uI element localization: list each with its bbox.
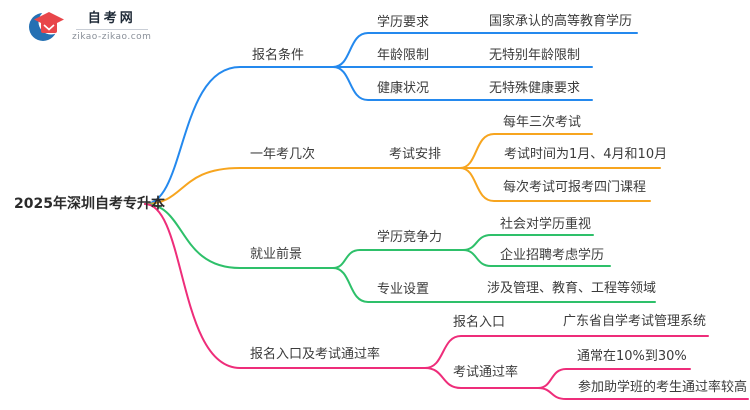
leaf-society-values-degree: 社会对学历重视 xyxy=(500,217,592,232)
logo-divider xyxy=(75,28,148,30)
node-education-requirement: 学历要求 xyxy=(377,15,430,30)
branch-lines-exam-frequency xyxy=(144,133,661,205)
leaf-guangdong-exam-system: 广东省自学考试管理系统 xyxy=(563,314,707,329)
branch-lines-portal-passrate xyxy=(144,203,749,400)
site-url-text: zikao-zikao.com xyxy=(72,31,152,42)
leaf-no-age-limit: 无特别年龄限制 xyxy=(489,48,581,63)
node-exam-pass-rate: 考试通过率 xyxy=(453,365,519,380)
node-employment-prospects: 就业前景 xyxy=(250,247,303,262)
leaf-employers-consider-degree: 企业招聘考虑学历 xyxy=(500,248,605,263)
leaf-pass-rate-range: 通常在10%到30% xyxy=(577,349,687,364)
leaf-three-exams-per-year: 每年三次考试 xyxy=(503,115,582,130)
node-age-limit: 年龄限制 xyxy=(377,48,430,63)
site-logo-text: 自考网 zikao-zikao.com xyxy=(72,11,151,42)
node-major-offerings: 专业设置 xyxy=(377,282,430,297)
leaf-exam-months: 考试时间为1月、4月和10月 xyxy=(504,147,668,162)
leaf-four-courses-per-exam: 每次考试可报考四门课程 xyxy=(503,180,647,195)
node-degree-competitiveness: 学历竞争力 xyxy=(377,230,443,245)
leaf-tutoring-class-higher-rate: 参加助学班的考生通过率较高 xyxy=(578,380,748,395)
leaf-no-health-requirement: 无特殊健康要求 xyxy=(489,81,581,96)
node-registration-conditions: 报名条件 xyxy=(252,48,305,63)
graduation-cap-icon xyxy=(29,9,64,41)
site-logo: 自考网 zikao-zikao.com xyxy=(28,8,151,44)
node-portal-and-pass-rate: 报名入口及考试通过率 xyxy=(250,347,381,362)
root-node-title: 2025年深圳自考专升本 xyxy=(14,196,165,212)
node-exams-per-year: 一年考几次 xyxy=(250,147,316,162)
node-exam-schedule: 考试安排 xyxy=(389,147,442,162)
leaf-state-recognized-degree: 国家承认的高等教育学历 xyxy=(489,14,633,29)
site-name: 自考网 xyxy=(87,10,136,26)
branch-lines-employment xyxy=(144,203,656,303)
leaf-fields-covered: 涉及管理、教育、工程等领域 xyxy=(487,281,657,296)
node-registration-portal: 报名入口 xyxy=(453,315,506,330)
branch-lines-registration xyxy=(144,32,638,205)
node-health-status: 健康状况 xyxy=(377,81,430,96)
